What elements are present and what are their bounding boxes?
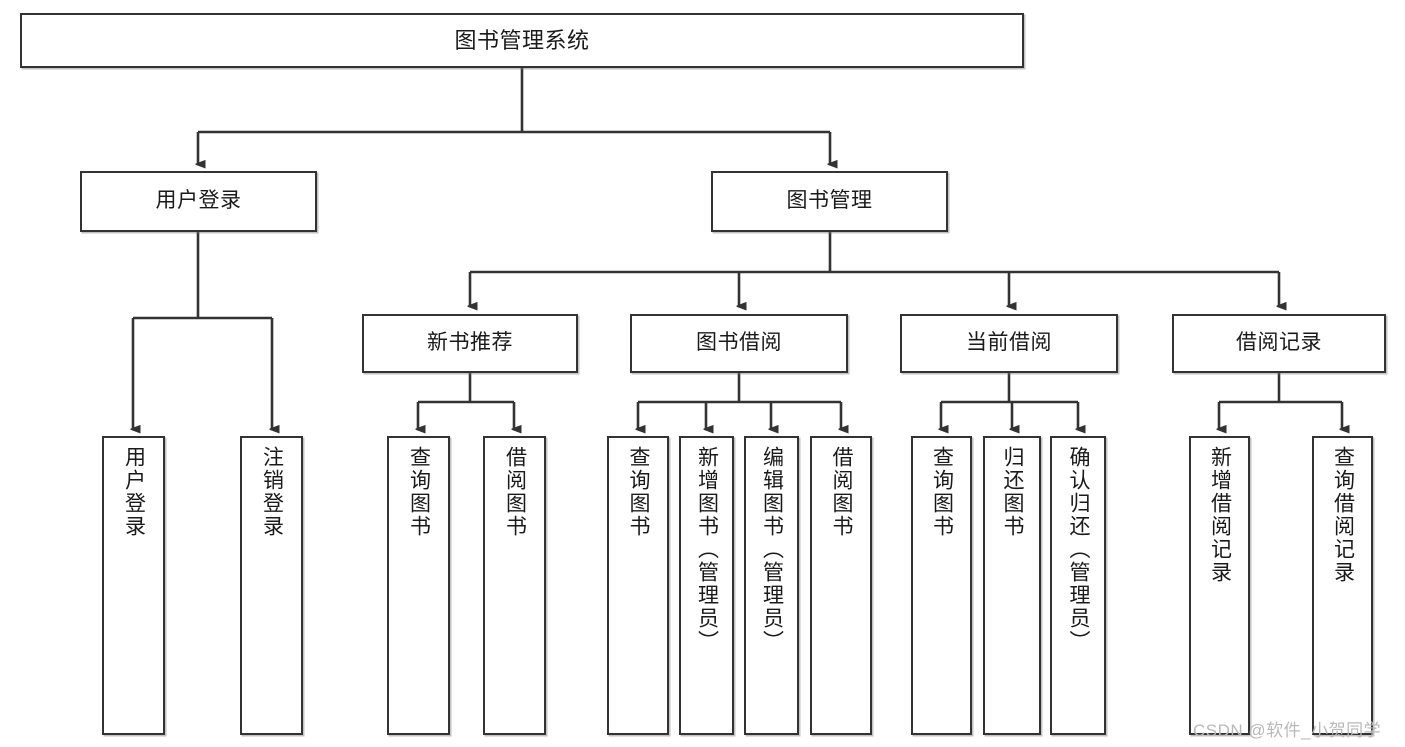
leaf-add-book-admin[interactable]: 新增图书（管理员） [679, 436, 734, 735]
node-label: 用户登录 [155, 189, 242, 213]
node-label: 查询图书 [627, 446, 651, 538]
node-label: 查询图书 [407, 446, 431, 538]
node-root-system[interactable]: 图书管理系统 [20, 13, 1024, 68]
leaf-borrow-book[interactable]: 借阅图书 [810, 436, 872, 735]
leaf-add-borrow-record[interactable]: 新增借阅记录 [1189, 436, 1250, 735]
node-label: 用户登录 [122, 446, 146, 538]
node-label: 注销登录 [260, 446, 284, 538]
node-label: 图书借阅 [696, 331, 782, 355]
node-label: 新书推荐 [427, 331, 513, 355]
node-label: 确认归还（管理员） [1067, 446, 1091, 653]
node-label: 借阅图书 [503, 446, 527, 538]
leaf-return-book[interactable]: 归还图书 [983, 436, 1041, 735]
node-label: 新增图书（管理员） [695, 446, 719, 653]
node-user-login[interactable]: 用户登录 [80, 171, 317, 232]
node-label: 当前借阅 [966, 331, 1052, 355]
watermark-credit: CSDN @软件_小贺同学 [1193, 721, 1382, 740]
leaf-query-book-borrow[interactable]: 查询图书 [607, 436, 669, 735]
leaf-confirm-return-admin[interactable]: 确认归还（管理员） [1050, 436, 1106, 735]
node-book-borrow[interactable]: 图书借阅 [630, 314, 848, 373]
node-label: 借阅图书 [830, 446, 854, 538]
leaf-edit-book-admin[interactable]: 编辑图书（管理员） [744, 436, 799, 735]
node-label: 查询借阅记录 [1331, 446, 1355, 584]
node-label: 图书管理 [786, 189, 873, 213]
node-new-book-recommend[interactable]: 新书推荐 [362, 314, 578, 373]
node-label: 借阅记录 [1236, 331, 1322, 355]
node-current-borrow[interactable]: 当前借阅 [900, 314, 1118, 373]
leaf-user-login[interactable]: 用户登录 [102, 436, 165, 735]
leaf-query-book-current[interactable]: 查询图书 [911, 436, 972, 735]
leaf-query-book-recommend[interactable]: 查询图书 [387, 436, 450, 735]
node-label: 新增借阅记录 [1208, 446, 1232, 584]
leaf-query-borrow-record[interactable]: 查询借阅记录 [1312, 436, 1373, 735]
leaf-logout[interactable]: 注销登录 [240, 436, 303, 735]
node-book-management[interactable]: 图书管理 [711, 171, 948, 232]
node-label: 查询图书 [930, 446, 954, 538]
node-label: 图书管理系统 [454, 27, 590, 53]
leaf-borrow-book-recommend[interactable]: 借阅图书 [483, 436, 546, 735]
node-borrow-record[interactable]: 借阅记录 [1172, 314, 1386, 373]
node-label: 归还图书 [1001, 446, 1025, 538]
node-label: 编辑图书（管理员） [760, 446, 784, 653]
